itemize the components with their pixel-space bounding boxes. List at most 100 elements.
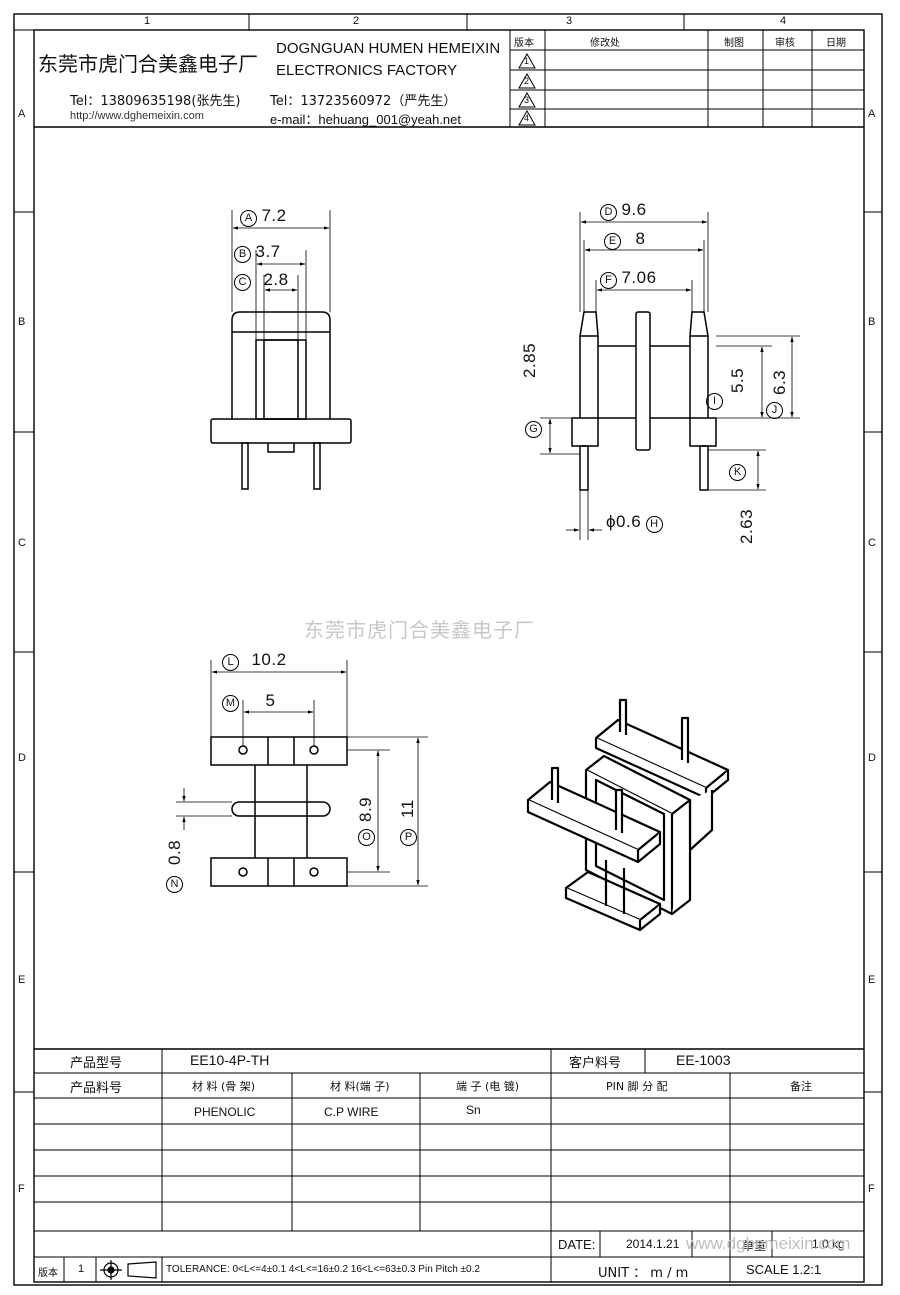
- company-name-en-1: DOGNGUAN HUMEN HEMEIXIN: [276, 40, 501, 57]
- product-model-label: 产品型号: [70, 1056, 123, 1071]
- pin-assignment-header: PIN 脚 分 配: [606, 1080, 668, 1093]
- scale-note: SCALE 1.2:1: [746, 1262, 822, 1277]
- revision-header: 版本: [514, 38, 534, 49]
- dim-label-m: M 5: [222, 691, 275, 712]
- column-label-4: 4: [780, 15, 787, 27]
- dim-value-m: 5: [265, 691, 276, 710]
- dim-value-l: 10.2: [251, 650, 287, 669]
- dim-value-f: 7.06: [621, 268, 657, 287]
- dim-label-e: E 8: [604, 229, 645, 250]
- dim-value-d: 9.6: [621, 200, 647, 219]
- row-label-b-left: B: [18, 316, 26, 328]
- projection-symbol: [100, 1260, 157, 1280]
- checked-by-header: 审核: [775, 38, 795, 49]
- circle-label-c: C: [234, 274, 251, 291]
- row-label-f-left: F: [18, 1183, 25, 1195]
- column-label-3: 3: [566, 15, 573, 27]
- circle-label-o: O: [358, 829, 375, 846]
- pin-material-value: C.P WIRE: [324, 1105, 379, 1119]
- drawn-by-header: 制图: [724, 38, 744, 49]
- remark-header: 备注: [790, 1080, 812, 1093]
- circle-label-j: J: [766, 402, 783, 419]
- row-label-d-right: D: [868, 752, 876, 764]
- dim-value-b: 3.7: [255, 242, 281, 261]
- row-label-c-left: C: [18, 537, 26, 549]
- bobbin-material-header: 材 料 (骨 架): [192, 1080, 256, 1093]
- circle-label-i: I: [706, 393, 723, 410]
- contact-phone-1: Tel：13809635198(张先生): [70, 94, 241, 109]
- revision-value: 1: [78, 1263, 85, 1275]
- dim-value-c: 2.8: [263, 270, 289, 289]
- dim-label-h: ϕ0.6 H: [606, 512, 663, 533]
- circle-label-h: H: [645, 516, 663, 533]
- dim-label-d: D 9.6: [600, 200, 647, 221]
- company-name-cn: 东莞市虎门合美鑫电子厂: [38, 52, 258, 76]
- circle-label-m: M: [222, 695, 239, 712]
- dim-value-o: 8.9: [356, 796, 375, 822]
- circle-label-g: G: [525, 421, 542, 438]
- circle-label-f: F: [600, 272, 617, 289]
- circle-label-a: A: [240, 210, 257, 227]
- circle-label-k: K: [729, 464, 746, 481]
- dim-label-b: B 3.7: [234, 242, 281, 263]
- tolerance-note: TOLERANCE: 0<L<=4±0.1 4<L<=16±0.2 16<L<=…: [166, 1264, 480, 1275]
- date-label: DATE:: [558, 1237, 596, 1252]
- pin-plating-header: 端 子 (电 镀): [456, 1080, 520, 1093]
- row-label-a-right: A: [868, 108, 876, 120]
- customer-no-label: 客户料号: [569, 1056, 622, 1071]
- bobbin-material-value: PHENOLIC: [194, 1105, 256, 1119]
- customer-no-value: EE-1003: [676, 1052, 731, 1068]
- dim-value-n: 0.8: [165, 839, 184, 865]
- front-view: [210, 311, 352, 490]
- dim-label-l: L 10.2: [222, 650, 287, 671]
- column-label-1: 1: [144, 15, 151, 27]
- watermark-text: 东莞市虎门合美鑫电子厂: [304, 618, 535, 642]
- circle-label-p: P: [400, 829, 417, 846]
- circle-label-n: N: [166, 876, 183, 893]
- website-link[interactable]: http://www.dghemeixin.com: [70, 110, 204, 122]
- dim-value-g: 2.85: [520, 342, 539, 378]
- contact-email[interactable]: e-mail：hehuang_001@yeah.net: [270, 112, 461, 127]
- dim-value-p: 11: [398, 799, 417, 818]
- drawing-frame: [13, 13, 883, 1286]
- circle-label-b: B: [234, 246, 251, 263]
- bottom-view: [210, 736, 348, 887]
- dim-value-h: ϕ0.6: [606, 512, 642, 531]
- revision-label: 版本: [38, 1268, 58, 1279]
- dim-value-a: 7.2: [261, 206, 287, 225]
- dim-label-c: C 2.8: [234, 270, 289, 291]
- row-label-d-left: D: [18, 752, 26, 764]
- dim-label-a: A 7.2: [240, 206, 287, 227]
- front-view-dims: [231, 210, 331, 340]
- dim-value-j: 6.3: [770, 369, 789, 395]
- bottom-view-dims: [176, 660, 428, 887]
- revision-mark-4: 4: [524, 113, 530, 123]
- product-model-value: EE10-4P-TH: [190, 1052, 270, 1068]
- side-view-dims: [540, 212, 800, 540]
- circle-label-l: L: [222, 654, 239, 671]
- date-header: 日期: [826, 38, 846, 49]
- plating-value: Sn: [466, 1103, 481, 1117]
- dim-value-k: 2.63: [737, 508, 756, 544]
- side-view: [571, 311, 717, 491]
- dim-value-e: 8: [635, 229, 646, 248]
- row-label-a-left: A: [18, 108, 26, 120]
- row-label-f-right: F: [868, 1183, 875, 1195]
- row-label-e-right: E: [868, 974, 876, 986]
- revision-mark-2: 2: [524, 76, 530, 86]
- column-label-2: 2: [353, 15, 360, 27]
- watermark-url: www.dghemeixin.com: [686, 1234, 851, 1253]
- company-name-en-2: ELECTRONICS FACTORY: [276, 62, 458, 79]
- dim-value-i: 5.5: [728, 367, 747, 393]
- pin-material-header: 材 料(端 子): [330, 1080, 390, 1093]
- revision-mark-1: 1: [524, 56, 530, 66]
- change-header: 修改处: [590, 38, 620, 49]
- isometric-view: [526, 698, 730, 932]
- row-label-b-right: B: [868, 316, 876, 328]
- weight-label: 单重: [742, 1239, 767, 1253]
- spec-table: [34, 1048, 864, 1282]
- circle-label-e: E: [604, 233, 621, 250]
- circle-label-d: D: [600, 204, 617, 221]
- product-no-label: 产品料号: [70, 1081, 123, 1096]
- weight-value: 1.0 kg: [812, 1237, 845, 1251]
